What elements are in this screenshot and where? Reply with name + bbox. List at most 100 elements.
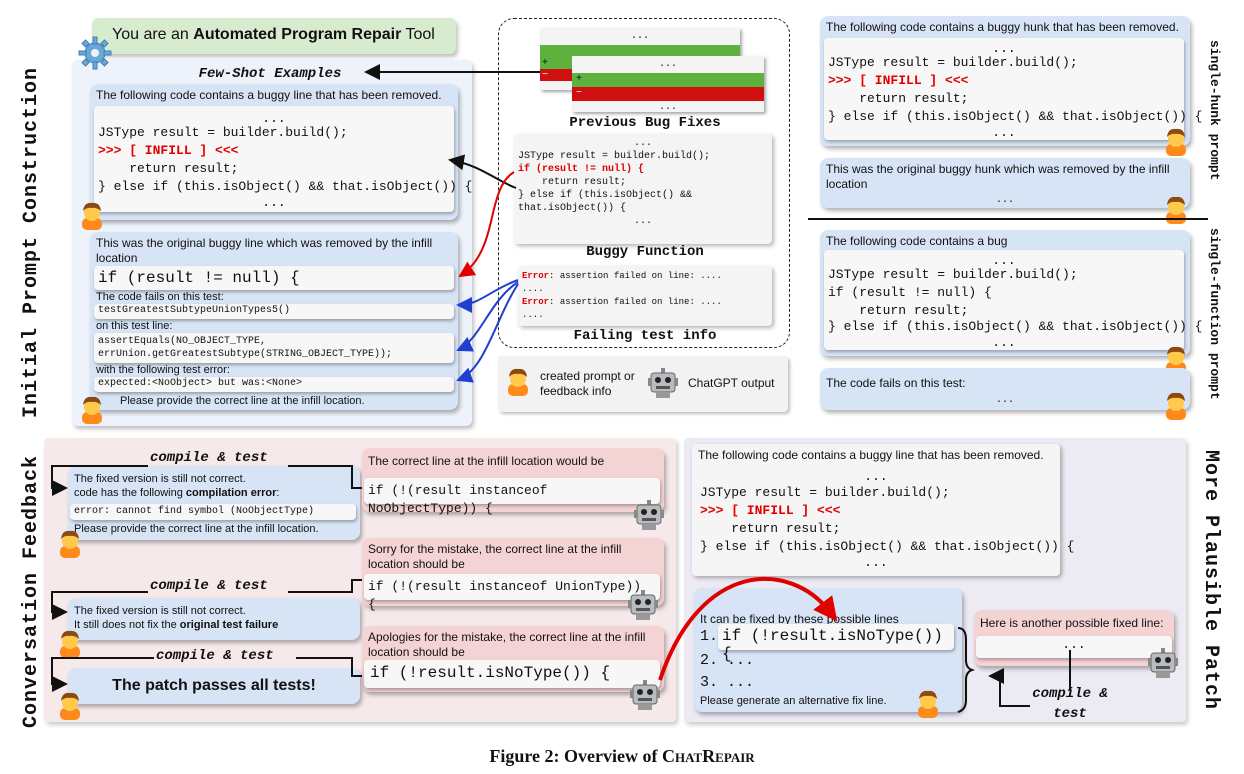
gear-icon — [78, 36, 112, 70]
few-shot-intro: The following code contains a buggy line… — [96, 88, 442, 102]
fix-option-2: 2. ... — [700, 652, 755, 669]
compile-error-box: error: cannot find symbol (NoObjectType) — [70, 504, 356, 520]
error-dots: .... — [522, 310, 544, 320]
code-dots: ... — [262, 195, 286, 210]
code-dots: ... — [992, 41, 1016, 56]
caption-name: ChatRepair — [661, 746, 755, 766]
person-avatar-icon — [60, 630, 80, 658]
source-info-panel — [498, 18, 790, 348]
infill-marker: >>> [ INFILL ] <<< — [700, 503, 841, 518]
few-shot-prompt-bubble: The following code contains a buggy line… — [90, 84, 472, 220]
hunk-original-bubble: This was the original buggy hunk which w… — [820, 158, 1190, 208]
assert-line: assertEquals(NO_OBJECT_TYPE, — [98, 336, 267, 347]
robot-icon — [648, 368, 678, 398]
caption-prefix: Figure 2: Overview of — [489, 746, 662, 766]
legend-box: created prompt or feedback info ChatGPT … — [498, 356, 788, 412]
person-avatar-icon — [60, 530, 80, 558]
single-function-bubble: The following code contains a bug ... JS… — [820, 230, 1202, 356]
tool-banner-suffix: Tool — [401, 26, 435, 43]
feedback-text: : — [276, 487, 280, 499]
hunk-original-text: This was the original buggy hunk which w… — [826, 162, 1170, 191]
robot-icon — [1148, 648, 1178, 678]
code-line: } else if (this.isObject() && that.isObj… — [98, 179, 473, 194]
feedback-test-failure-bubble: The fixed version is still not correct. … — [68, 598, 360, 640]
func-fails-text: The code fails on this test: — [826, 376, 966, 390]
code-dots: ... — [995, 195, 1014, 206]
code-line: return result; — [700, 521, 841, 536]
error-dots: .... — [522, 284, 544, 294]
code-line: } else if (this.isObject() && that.isObj… — [700, 539, 1075, 554]
compile-test-label: compile & test — [1020, 684, 1120, 724]
code-line: JSType result = builder.build(); — [700, 485, 950, 500]
plus-line: + — [572, 73, 764, 87]
compile-test-label: compile & test — [156, 648, 274, 664]
feedback-text: The fixed version is still not correct. — [74, 605, 246, 617]
robot-icon — [630, 680, 660, 710]
fix-option-1: if (!result.isNoType()) { — [718, 624, 954, 663]
code-dots: ... — [633, 138, 652, 149]
failing-test-label: Failing test info — [573, 328, 717, 344]
code-dots: ... — [992, 125, 1016, 140]
error-label: Error — [522, 271, 550, 281]
bug-fix-card: ... + − ... — [572, 56, 764, 113]
code-line: } else if (this.isObject() && — [518, 190, 693, 201]
feedback-text: code has the following — [74, 487, 186, 499]
error-label: Error — [522, 297, 550, 307]
person-avatar-icon — [1166, 392, 1186, 420]
code-line: that.isObject()) { — [518, 203, 627, 214]
feedback-text: It still does not fix the — [74, 619, 180, 631]
code-line: if (result != null) { — [828, 285, 992, 300]
code-line: JSType result = builder.build(); — [518, 151, 711, 162]
bot-reply-code: if (!(result instanceof UnionType)) { — [364, 574, 660, 612]
feedback-text: Please provide the correct line at the i… — [74, 523, 319, 535]
card-dots: ... — [658, 102, 677, 113]
code-dots: ... — [864, 555, 888, 570]
tool-banner-bold: Automated Program Repair — [193, 26, 402, 43]
card-dots: ... — [630, 31, 649, 42]
bot-reply-text: Apologies for the mistake, the correct l… — [368, 630, 646, 659]
func-intro: The following code contains a bug — [826, 234, 1008, 248]
infill-marker: >>> [ INFILL ] <<< — [828, 73, 969, 88]
person-avatar-icon — [508, 368, 528, 396]
code-line: return result; — [518, 177, 627, 188]
generate-alternative-text: Please generate an alternative fix line. — [700, 695, 887, 707]
on-line-label: on this test line: — [96, 320, 173, 332]
fix-option-3: 3. ... — [700, 674, 755, 691]
with-error-label: with the following test error: — [96, 364, 230, 376]
original-line-bubble: This was the original buggy line which w… — [90, 232, 458, 410]
prompt-divider — [808, 218, 1208, 220]
bot-reply-text: The correct line at the infill location … — [368, 454, 605, 468]
infill-marker: >>> [ INFILL ] <<< — [98, 143, 239, 158]
figure-caption: Figure 2: Overview of ChatRepair — [0, 746, 1244, 767]
buggy-function-card: ... JSType result = builder.build(); if … — [514, 134, 772, 244]
tool-banner: You are an Automated Program Repair Tool — [92, 18, 456, 54]
assert-line: errUnion.getGreatestSubtype(STRING_OBJEC… — [98, 349, 393, 360]
another-fix-code: ... — [976, 636, 1172, 658]
code-line: } else if (this.isObject() && that.isObj… — [828, 319, 1203, 334]
minus-line: − — [572, 87, 764, 101]
hunk-code-box: ... JSType result = builder.build(); >>>… — [824, 38, 1202, 140]
func-fails-bubble: The code fails on this test: ... — [820, 368, 1190, 410]
person-avatar-icon — [82, 396, 102, 424]
few-shot-title: Few-Shot Examples — [198, 66, 342, 82]
compile-test-label: compile & test — [150, 450, 268, 466]
previous-bug-fixes-label: Previous Bug Fixes — [569, 115, 721, 131]
fails-label: The code fails on this test: — [96, 291, 224, 303]
compilation-error-label: compilation error — [185, 487, 277, 499]
bot-reply-2-bubble: Sorry for the mistake, the correct line … — [362, 538, 664, 612]
single-hunk-bubble: The following code contains a buggy hunk… — [820, 16, 1202, 146]
assert-box: assertEquals(NO_OBJECT_TYPE, errUnion.ge… — [94, 333, 454, 363]
few-shot-code-box: ... JSType result = builder.build(); >>>… — [94, 106, 472, 212]
original-code-box: if (result != null) { — [94, 266, 454, 290]
patch-passes-text: The patch passes all tests! — [112, 677, 316, 694]
legend-bot-label: ChatGPT output — [688, 376, 775, 390]
bot-reply-code: if (!result.isNoType()) { — [364, 660, 660, 688]
code-dots: ... — [633, 216, 652, 227]
person-avatar-icon — [82, 202, 102, 230]
original-intro: This was the original buggy line which w… — [96, 236, 433, 265]
robot-icon — [628, 590, 658, 620]
error-text: : assertion failed on line: .... — [549, 271, 722, 281]
plausible-intro: The following code contains a buggy line… — [698, 448, 1044, 462]
bot-reply-text: Sorry for the mistake, the correct line … — [368, 542, 622, 571]
